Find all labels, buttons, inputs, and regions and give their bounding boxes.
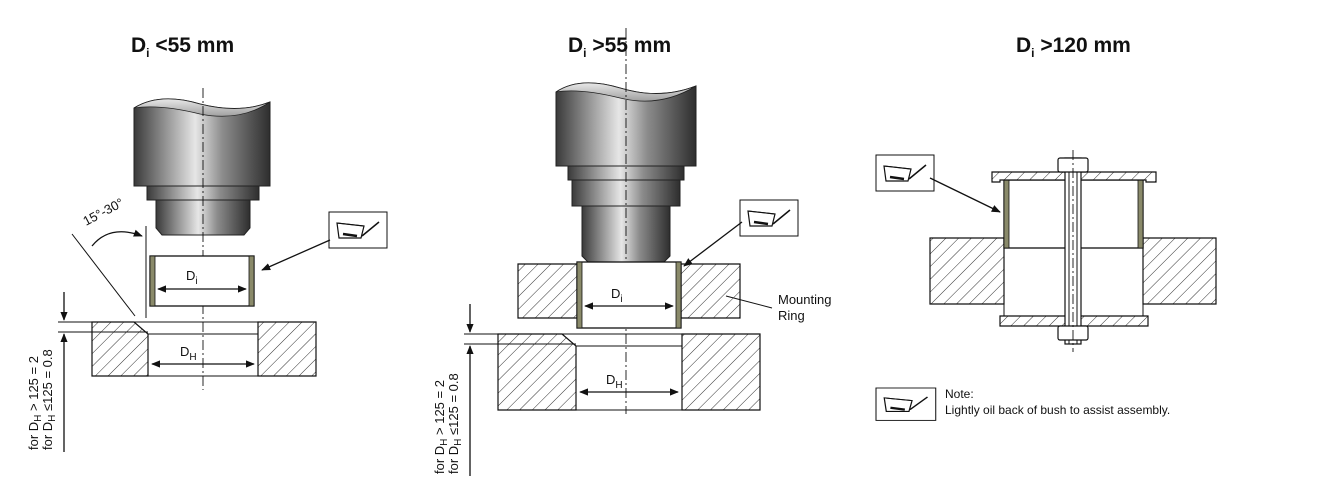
oil-can-icon bbox=[738, 198, 800, 238]
bush: Di bbox=[149, 255, 255, 307]
di-label: Di bbox=[186, 268, 198, 287]
pull-plates bbox=[991, 171, 1157, 327]
oil-can-icon bbox=[874, 386, 938, 422]
note-heading: Note: bbox=[945, 387, 974, 401]
panel-title: Di >55 mm bbox=[568, 34, 671, 60]
di-label: Di bbox=[611, 286, 623, 305]
panel-medium-bush: Di >55 mm Di Mounting Ring bbox=[432, 28, 831, 476]
housing: DH bbox=[497, 333, 761, 411]
chamfer-note-1: for DH ≤125 = 0.8 bbox=[40, 349, 58, 450]
chamfer-note-2: for DH > 125 = 2 bbox=[26, 356, 44, 450]
chamfer-note-2: for DH > 125 = 2 bbox=[432, 380, 450, 474]
panel-large-bush: Di >120 mm bbox=[874, 34, 1217, 422]
bush: Di bbox=[576, 261, 682, 329]
chamfer-note-1: for DH ≤125 = 0.8 bbox=[446, 373, 464, 474]
note: Note: Lightly oil back of bush to assist… bbox=[874, 386, 1170, 422]
mounting-ring bbox=[517, 263, 741, 319]
dh-label: DH bbox=[180, 344, 197, 363]
mounting-ring-label-2: Ring bbox=[778, 308, 805, 323]
dh-label: DH bbox=[606, 372, 623, 391]
angle-label: 15°-30° bbox=[80, 195, 126, 229]
panel-small-bush: Di <55 mm 15°-30° Di bbox=[26, 34, 389, 452]
note-text: Lightly oil back of bush to assist assem… bbox=[945, 403, 1170, 417]
housing bbox=[929, 237, 1217, 318]
panel-title: Di >120 mm bbox=[1016, 34, 1131, 60]
press-tool bbox=[133, 98, 271, 236]
mounting-ring-label: Mounting bbox=[778, 292, 831, 307]
oil-can-icon bbox=[327, 210, 389, 250]
panel-title: Di <55 mm bbox=[131, 34, 234, 60]
housing: DH bbox=[91, 321, 317, 377]
oil-can-icon bbox=[874, 153, 936, 193]
